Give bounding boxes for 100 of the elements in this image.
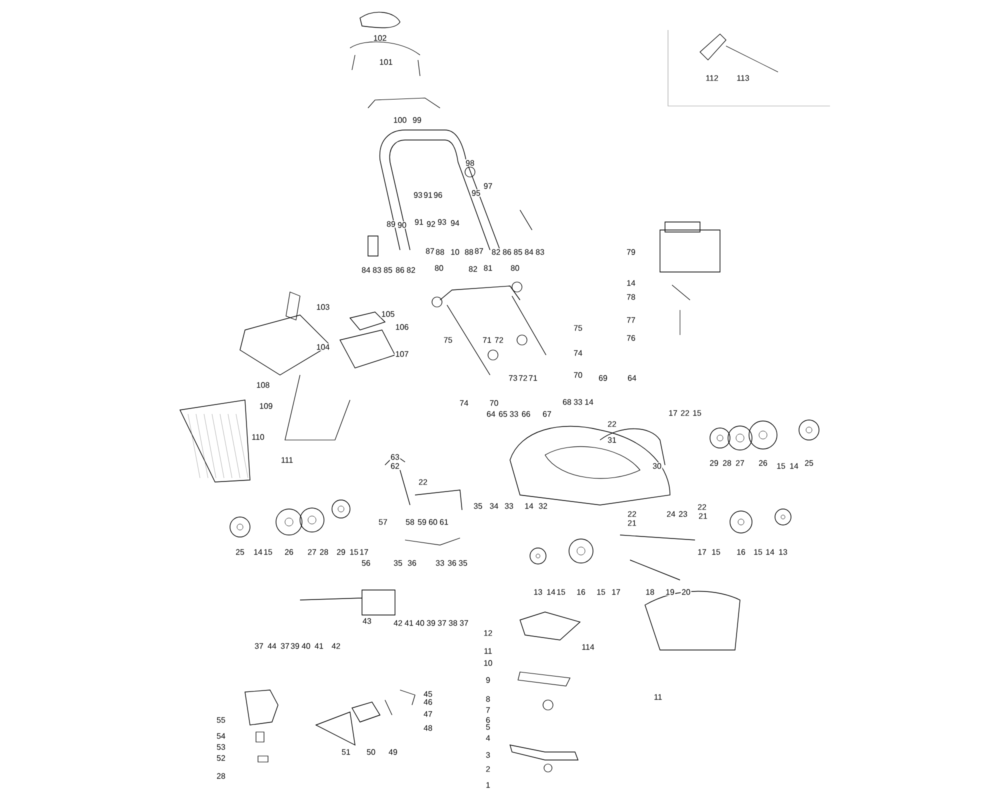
callout-number: 61	[438, 518, 450, 526]
callout-number: 55	[216, 716, 226, 724]
callout-number: 15	[556, 588, 566, 596]
callout-number: 98	[464, 159, 476, 167]
callout-number: 36	[406, 559, 418, 567]
callout-number: 12	[482, 629, 494, 637]
callout-number: 80	[434, 264, 444, 272]
callout-number: 17	[358, 548, 370, 556]
callout-number: 37	[458, 619, 470, 627]
callout-number: 33	[504, 502, 514, 510]
callout-number: 3	[484, 751, 492, 759]
callout-number: 75	[572, 324, 584, 332]
callout-number: 57	[378, 518, 388, 526]
callout-number: 19	[664, 588, 676, 596]
callout-number: 15	[262, 548, 274, 556]
callout-number: 92	[426, 220, 436, 228]
callout-number: 82	[490, 248, 502, 256]
callout-number: 80	[510, 264, 520, 272]
callout-number: 106	[394, 323, 410, 331]
callout-number: 84	[524, 248, 534, 256]
callout-number: 110	[250, 433, 266, 441]
callout-number: 20	[680, 588, 692, 596]
callout-number: 105	[380, 310, 396, 318]
callout-number: 71	[482, 336, 492, 344]
callout-number: 70	[488, 399, 500, 407]
callout-number: 85	[512, 248, 524, 256]
callout-number: 22	[418, 478, 428, 486]
callout-number: 22	[696, 503, 708, 511]
callout-number: 84	[360, 266, 372, 274]
callout-number: 17	[696, 548, 708, 556]
callout-number: 64	[626, 374, 638, 382]
callout-number: 97	[482, 182, 494, 190]
callout-number: 90	[396, 221, 408, 229]
callout-number: 83	[534, 248, 546, 256]
callout-number: 6	[484, 716, 492, 724]
callout-number: 33	[572, 398, 584, 406]
callout-number: 59	[416, 518, 428, 526]
callout-number: 89	[386, 220, 396, 228]
callout-number: 13	[778, 548, 788, 556]
callout-number: 78	[626, 293, 636, 301]
callout-number: 22	[606, 420, 618, 428]
callout-number: 88	[464, 248, 474, 256]
callout-number: 15	[776, 462, 786, 470]
callout-number: 14	[546, 588, 556, 596]
callout-number: 28	[318, 548, 330, 556]
callout-number: 73	[508, 374, 518, 382]
callout-number: 48	[422, 724, 434, 732]
callout-number: 38	[448, 619, 458, 627]
callout-number: 66	[520, 410, 532, 418]
callout-number: 86	[394, 266, 406, 274]
callout-number: 76	[626, 334, 636, 342]
callout-number: 75	[442, 336, 454, 344]
callout-number: 16	[576, 588, 586, 596]
callout-number: 39	[426, 619, 436, 627]
callout-number: 50	[366, 748, 376, 756]
callout-number: 37	[436, 619, 448, 627]
callout-number: 46	[422, 698, 434, 706]
callout-number: 41	[314, 642, 324, 650]
callout-number: 96	[432, 191, 444, 199]
callout-number: 102	[372, 34, 388, 42]
callout-number: 87	[474, 247, 484, 255]
callout-number: 15	[348, 548, 360, 556]
callout-number: 24	[666, 510, 676, 518]
callout-number: 18	[644, 588, 656, 596]
callout-number: 14	[252, 548, 264, 556]
callout-number: 88	[434, 248, 446, 256]
callout-number: 5	[484, 723, 492, 731]
callout-number: 82	[406, 266, 416, 274]
callout-number: 47	[422, 710, 434, 718]
callout-number: 37	[280, 642, 290, 650]
callout-number: 45	[422, 690, 434, 698]
callout-number: 114	[580, 643, 596, 651]
callout-number: 44	[266, 642, 278, 650]
callout-number: 41	[404, 619, 414, 627]
callout-number: 82	[468, 265, 478, 273]
callout-number: 56	[360, 559, 372, 567]
callout-number: 10	[450, 248, 460, 256]
callout-number: 107	[394, 350, 410, 358]
callout-number: 91	[414, 218, 424, 226]
callout-number: 17	[668, 409, 678, 417]
callout-number: 71	[528, 374, 538, 382]
callout-number: 64	[486, 410, 496, 418]
callout-number: 43	[362, 617, 372, 625]
callout-number: 53	[216, 743, 226, 751]
callout-number: 35	[458, 559, 468, 567]
callout-number: 15	[752, 548, 764, 556]
callout-number: 14	[764, 548, 776, 556]
callout-number: 30	[652, 462, 662, 470]
callout-number: 113	[736, 74, 750, 82]
callout-number: 112	[704, 74, 720, 82]
callout-number: 32	[538, 502, 548, 510]
callout-number: 68	[562, 398, 572, 406]
callout-number: 58	[404, 518, 416, 526]
callout-number: 81	[482, 264, 494, 272]
callout-number: 23	[678, 510, 688, 518]
callout-number: 42	[330, 642, 342, 650]
callout-number: 40	[300, 642, 312, 650]
callout-number: 79	[626, 248, 636, 256]
callout-number: 108	[256, 381, 270, 389]
callout-number: 67	[542, 410, 552, 418]
